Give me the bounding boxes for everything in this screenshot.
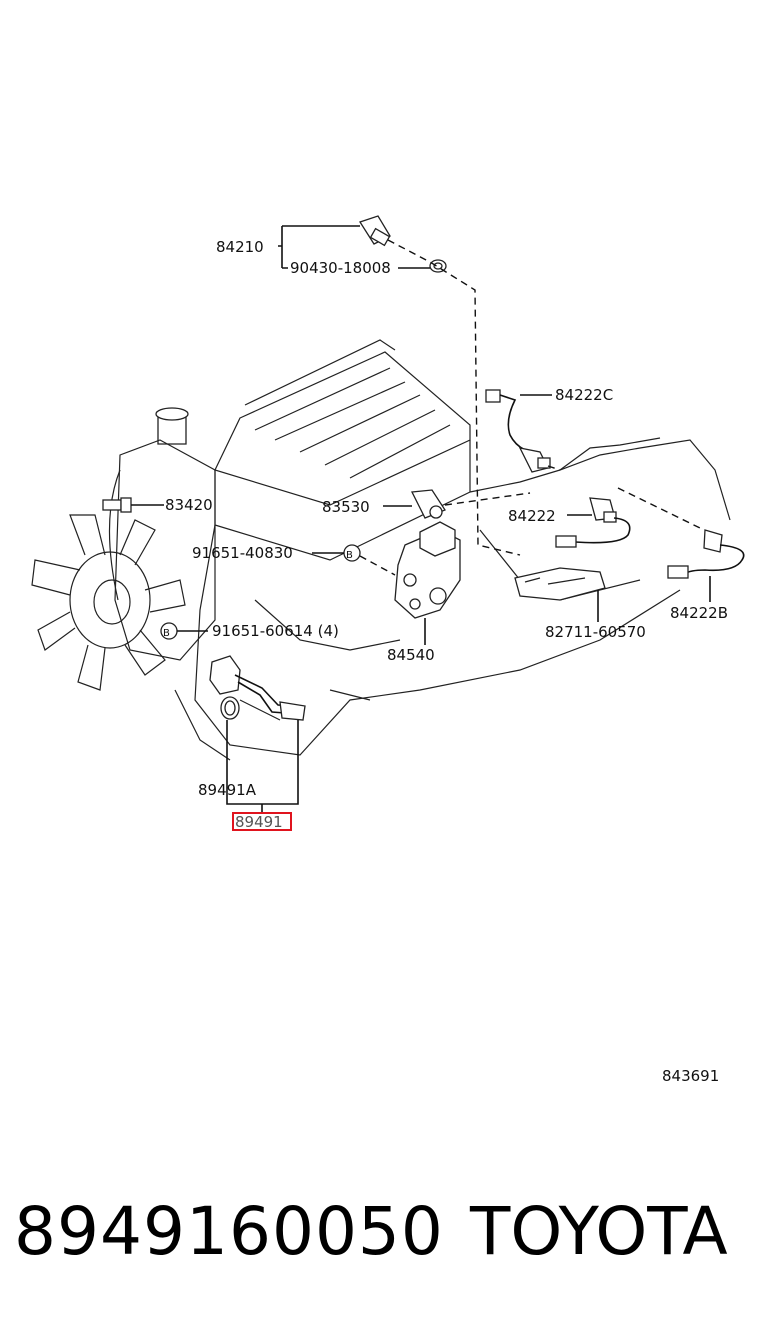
footer-bar: 8949160050 TOYOTA	[0, 1190, 760, 1280]
brand-name: TOYOTA	[470, 1193, 728, 1270]
label-84540: 84540	[387, 646, 435, 664]
sensor-84222c	[485, 389, 561, 473]
label-84222: 84222	[508, 507, 556, 525]
cooling-fan	[31, 514, 186, 691]
label-84222c: 84222C	[555, 386, 613, 404]
sender-83420	[102, 497, 132, 513]
switch-84540	[394, 521, 461, 619]
label-84222b: 84222B	[670, 604, 728, 622]
bolt-91651-40830: B	[343, 544, 396, 576]
sensor-84210	[359, 215, 521, 556]
sensor-84222	[555, 487, 701, 548]
highlight-box	[232, 812, 292, 831]
bolt-mark-1: B	[346, 550, 353, 561]
leader-84210	[278, 225, 360, 269]
sensor-84222b	[667, 529, 745, 579]
switch-83530	[410, 489, 531, 519]
label-84210: 84210	[216, 238, 264, 256]
bracket-82711	[514, 567, 606, 601]
part-number: 8949160050	[14, 1193, 444, 1270]
label-89491a: 89491A	[198, 781, 257, 799]
label-91651-40830: 91651-40830	[192, 544, 293, 562]
bolt-mark-2: B	[163, 628, 170, 639]
label-83420: 83420	[165, 496, 213, 514]
sensor-89491	[209, 655, 306, 721]
diagram-ref-code: 843691	[662, 1067, 719, 1085]
label-82711-60570: 82711-60570	[545, 623, 646, 641]
label-89491: 89491	[235, 813, 283, 831]
label-91651-60614: 91651-60614 (4)	[212, 622, 339, 640]
label-83530: 83530	[322, 498, 370, 516]
bolt-91651-60614: B	[160, 622, 178, 640]
engine-block	[108, 339, 731, 761]
label-90430-18008: 90430-18008	[290, 259, 391, 277]
